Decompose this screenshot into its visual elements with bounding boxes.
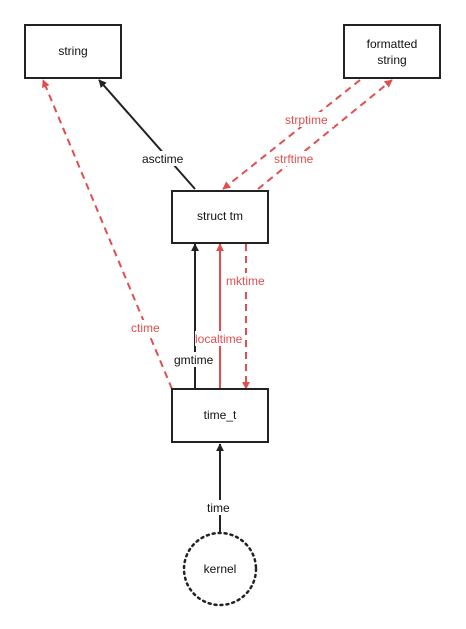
edge-strftime <box>257 79 393 190</box>
node-time-t-label: time_t <box>204 408 237 422</box>
label-localtime: localtime <box>195 332 243 346</box>
node-struct-tm-label: struct tm <box>197 209 243 223</box>
node-struct-tm[interactable]: struct tm <box>171 190 269 244</box>
node-formatted-string-line2: string <box>377 53 406 67</box>
label-strftime: strftime <box>274 152 314 166</box>
edge-labels: asctime strptime strftime mktime ctime l… <box>131 112 334 515</box>
node-string-label: string <box>58 44 87 58</box>
edges <box>42 79 393 533</box>
node-time-t[interactable]: time_t <box>171 388 269 443</box>
label-gmtime: gmtime <box>174 353 214 367</box>
node-string[interactable]: string <box>24 24 122 79</box>
edge-ctime <box>42 79 173 390</box>
label-ctime: ctime <box>131 321 160 335</box>
edge-asctime <box>98 79 196 190</box>
label-mktime: mktime <box>226 274 265 288</box>
label-time: time <box>207 501 230 515</box>
edge-strptime <box>222 79 361 190</box>
label-strptime: strptime <box>285 113 328 127</box>
node-kernel[interactable]: kernel <box>182 531 258 607</box>
label-asctime: asctime <box>142 152 184 166</box>
node-formatted-string-line1: formatted <box>367 37 418 51</box>
node-formatted-string[interactable]: formatted string <box>343 24 441 79</box>
node-kernel-label: kernel <box>204 562 237 576</box>
